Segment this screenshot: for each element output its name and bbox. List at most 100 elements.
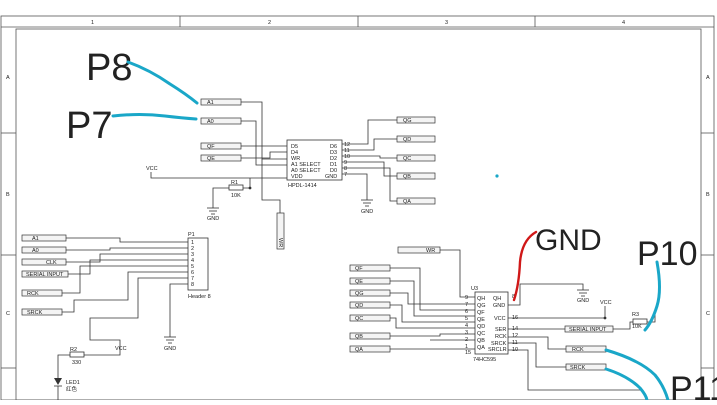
annotation-gnd-stroke (512, 230, 538, 302)
shift-register-section: WR QF QE QG QD QC QB QA U3 74HC595 QH QG… (349, 246, 656, 391)
u3-part: 74HC595 (473, 357, 496, 363)
u3-pinnum-1: 1 (465, 344, 468, 350)
hpdl-pinnum-12: 12 (344, 142, 350, 148)
port-qe-label: QE (207, 156, 215, 162)
u3-pinnum-2: 2 (465, 337, 468, 343)
u3-pinnum-8: 8 (512, 294, 515, 300)
column-label-3: 3 (445, 20, 448, 26)
u3-pinnum-9: 9 (465, 295, 468, 301)
port-header-srck-label: SRCK (27, 310, 43, 316)
u3-pin-ser: SER (495, 327, 506, 333)
r2-ref: R2 (70, 347, 77, 353)
annotation-p8-stroke (126, 60, 199, 105)
hpdl-pin-gnd: GND (325, 174, 337, 180)
annotation-p7: P7 (66, 105, 112, 147)
row-label-a-right: A (706, 75, 710, 81)
port-wr-vertical-label: WR (277, 238, 283, 247)
hpdl-pin-a1-select: A1 SELECT (291, 162, 321, 168)
r3-ref: R3 (632, 312, 639, 318)
gnd-label-u3: GND (577, 298, 589, 304)
hpdl-part-name: HPDL-1414 (288, 183, 317, 189)
u3-pin-gnd: GND (493, 303, 505, 309)
column-label-2: 2 (268, 20, 271, 26)
u3-pin-rck: RCK (495, 334, 507, 340)
port-qa-label: QA (403, 199, 411, 205)
header-name: Header 8 (188, 294, 211, 300)
header-pin-2: 2 (191, 246, 194, 252)
annotation-p8: P8 (86, 47, 132, 89)
handwritten-annotations: P8 P7 GND P10 P11 (66, 47, 717, 405)
port-a1-label: A1 (207, 100, 214, 106)
header-pin-8: 8 (191, 282, 194, 288)
hpdl-pin-d5: D5 (291, 144, 298, 150)
annotation-p11: P11 (670, 370, 717, 400)
header-pin-4: 4 (191, 258, 194, 264)
u3-pinnum-4: 4 (465, 323, 468, 329)
u3-pin-qa: QA (477, 345, 485, 351)
u3-ref: U3 (471, 286, 478, 292)
resistor-r3[interactable] (632, 318, 648, 325)
column-label-1: 1 (91, 20, 94, 26)
junction-dot-vcc (603, 316, 607, 320)
u3-pin-vcc: VCC (494, 316, 506, 322)
hpdl-pin-d3: D3 (330, 150, 337, 156)
port-qg-label: QG (403, 118, 412, 124)
resistor-r2[interactable] (69, 351, 85, 358)
annotation-p11-stroke-2 (604, 367, 649, 402)
port-wr-vertical[interactable] (276, 212, 285, 250)
u3-pin-qc: QC (477, 331, 485, 337)
led-ref: LED1 (66, 380, 80, 386)
port-u3-qd-label: QD (355, 303, 363, 309)
port-u3-qb-label: QB (355, 334, 363, 340)
port-header-clk[interactable] (21, 258, 67, 266)
u3-pinnum-12: 12 (512, 333, 518, 339)
u3-pin-qg: QG (477, 303, 486, 309)
display-section: A1 A0 QF QE D5 D4 WR A1 SELECT A0 SELECT… (146, 98, 436, 250)
u3-pinnum-6: 6 (465, 309, 468, 315)
port-header-a0[interactable] (21, 246, 67, 254)
annotation-p10: P10 (637, 235, 698, 273)
hpdl-pinnum-10: 10 (344, 154, 350, 160)
vcc-label-header: VCC (115, 346, 127, 352)
port-u3-qa-label: QA (355, 347, 363, 353)
port-u3-qe-label: QE (355, 279, 363, 285)
u3-pinnum-3: 3 (465, 330, 468, 336)
resistor-r1[interactable] (228, 184, 244, 191)
stray-dot (495, 174, 499, 178)
header-pin-6: 6 (191, 270, 194, 276)
port-u3-rck-label: RCK (572, 347, 584, 353)
port-wr-u3-label: WR (426, 248, 435, 254)
port-header-serial-input-label: SERIAL INPUT (26, 272, 64, 278)
port-u3-qc-label: QC (355, 316, 363, 322)
hpdl-pin-wr: WR (291, 156, 300, 162)
port-a0-label: A0 (207, 119, 214, 125)
row-label-b-right: B (706, 192, 710, 198)
r2-value: 330 (72, 360, 81, 366)
u3-pinnum-5: 5 (465, 316, 468, 322)
hpdl-pinnum-8: 8 (344, 166, 347, 172)
r1-ref: R1 (231, 180, 238, 186)
header-pin-5: 5 (191, 264, 194, 270)
port-header-a1[interactable] (21, 234, 67, 242)
gnd-label-r1: GND (207, 216, 219, 222)
header-8-connector[interactable] (187, 237, 209, 291)
u3-pin-qe: QE (477, 317, 485, 323)
port-qb-label: QB (403, 174, 411, 180)
gnd-label-display: GND (361, 209, 373, 215)
74hc595-chip[interactable] (474, 291, 509, 355)
port-header-clk-label: CLK (46, 260, 57, 266)
hpdl-pinnum-11: 11 (344, 148, 350, 154)
u3-pin-srck: SRCK (491, 341, 507, 347)
u3-pin-qh: QH (477, 296, 485, 302)
port-u3-qg-label: QG (355, 291, 364, 297)
gnd-label-header: GND (164, 346, 176, 352)
hpdl-1414-chip[interactable] (286, 139, 343, 181)
junction-dot (248, 186, 252, 190)
annotation-p10-stroke (643, 260, 661, 332)
hpdl-pin-a0-select: A0 SELECT (291, 168, 321, 174)
hpdl-pin-d2: D2 (330, 156, 337, 162)
vcc-label-display: VCC (146, 166, 158, 172)
port-u3-serial-input-label: SERIAL INPUT (569, 327, 607, 333)
row-label-c: C (6, 311, 10, 317)
